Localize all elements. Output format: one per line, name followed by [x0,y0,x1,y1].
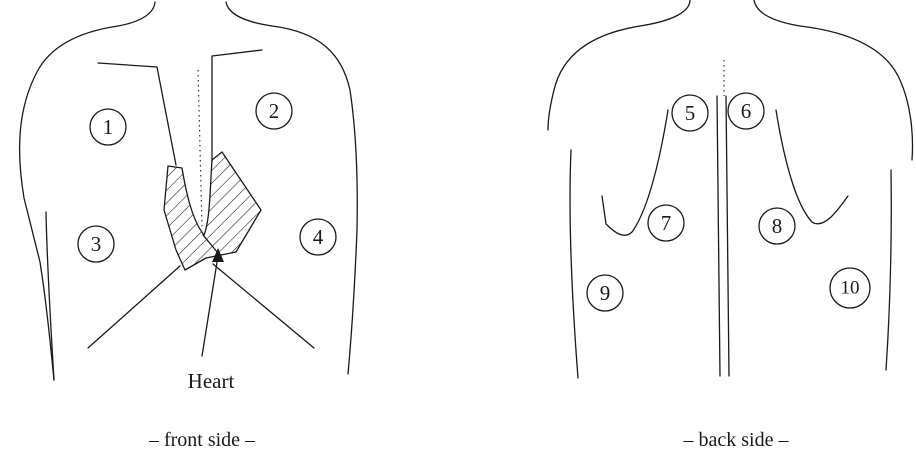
marker-3-label: 3 [91,232,102,256]
back-left-shoulder [548,26,640,130]
marker-4: 4 [300,219,336,255]
marker-6-label: 6 [741,99,752,123]
marker-1: 1 [90,109,126,145]
heart-label: Heart [188,369,235,393]
front-neck-right [226,2,272,26]
heart-region [164,152,261,270]
front-neck-left [118,2,155,26]
back-side-caption: – back side – [683,429,790,451]
marker-1-label: 1 [103,115,114,139]
spine-right-line [726,96,729,376]
marker-9: 9 [587,275,623,311]
front-sternum-dotted [198,70,202,226]
marker-7-label: 7 [661,211,672,235]
front-right-collar [212,50,262,162]
marker-3: 3 [78,226,114,262]
marker-9-label: 9 [600,281,611,305]
marker-2: 2 [256,93,292,129]
back-right-shoulder [800,26,913,160]
front-rib-right [213,264,314,348]
marker-10-label: 10 [841,278,860,299]
front-right-body-outline [272,26,357,374]
front-left-arm-line [46,212,54,380]
marker-7: 7 [648,205,684,241]
heart-pointer-line [202,256,218,356]
front-left-body-outline [20,26,118,380]
front-side-caption: – front side – [148,429,256,451]
marker-8: 8 [759,208,795,244]
spine-left-line [717,96,720,376]
back-neck-right [754,0,800,26]
marker-5-label: 5 [685,101,696,125]
marker-8-label: 8 [772,214,783,238]
marker-6: 6 [728,93,764,129]
marker-4-label: 4 [313,225,324,249]
front-rib-left [88,266,180,348]
front-torso [20,2,358,380]
marker-2-label: 2 [269,99,280,123]
marker-10: 10 [830,268,870,308]
back-neck-left [640,0,690,26]
back-left-body-line [570,150,578,378]
right-shoulder-blade [776,110,848,224]
back-right-body-line [886,170,891,370]
marker-5: 5 [672,95,708,131]
back-torso [548,0,913,378]
